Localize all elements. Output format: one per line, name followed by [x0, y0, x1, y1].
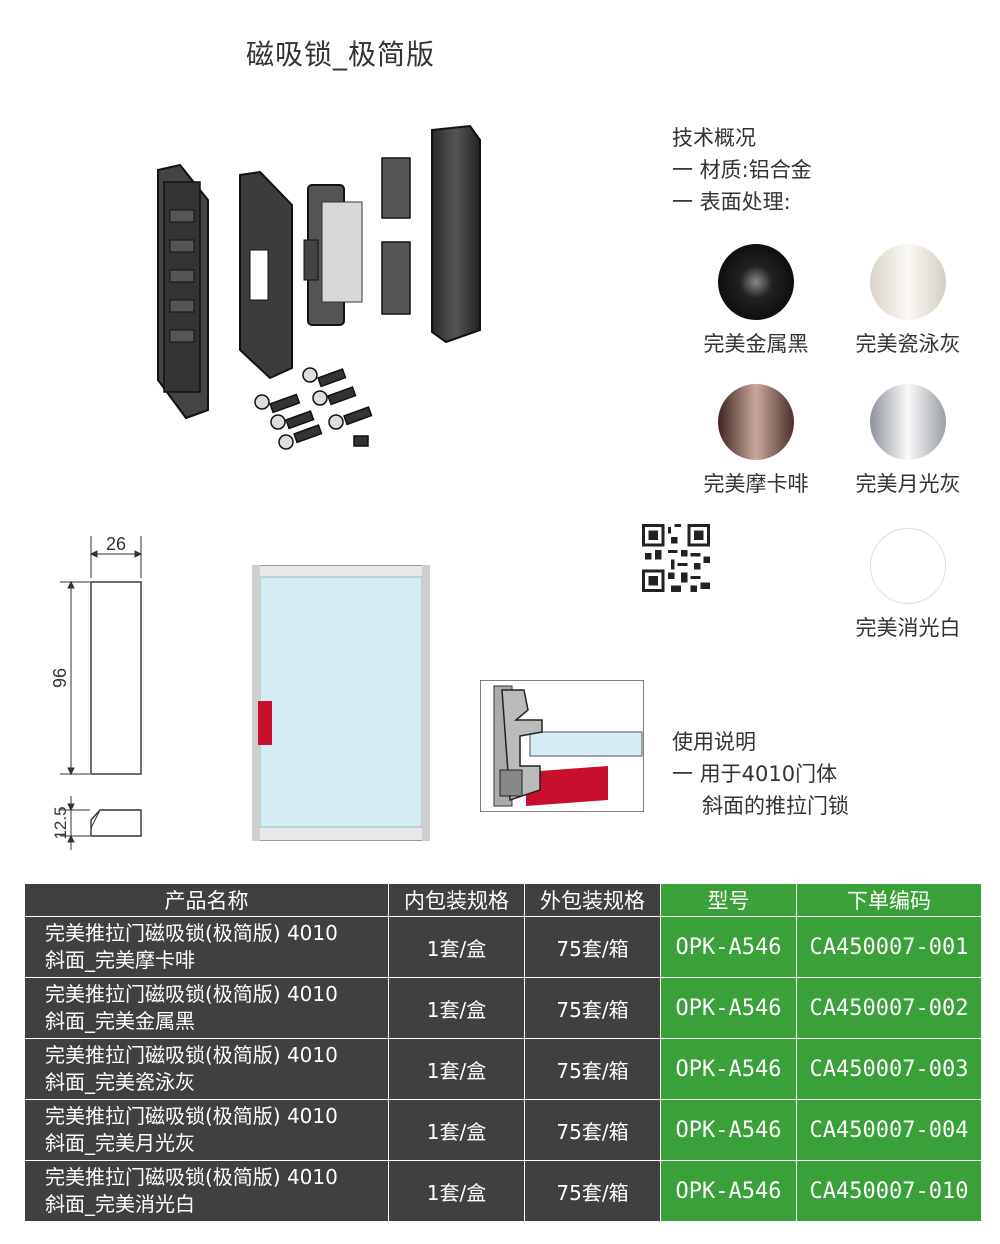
- col-header-outer: 外包装规格: [524, 883, 661, 917]
- cell-code: CA450007-010: [796, 1160, 982, 1222]
- cell-inner: 1套/盒: [388, 1160, 525, 1222]
- table-header-row: 产品名称 内包装规格 外包装规格 型号 下单编码: [24, 883, 982, 917]
- cell-inner: 1套/盒: [388, 1099, 525, 1161]
- swatch-ball: [870, 528, 946, 604]
- spec-section: 技术概况 一 材质:铝合金 一 表面处理:: [672, 122, 812, 218]
- cell-model: OPK-A546: [660, 1038, 797, 1100]
- cell-outer: 75套/箱: [524, 916, 661, 978]
- dimension-drawing: 26 96 12.5: [50, 534, 143, 850]
- usage-heading: 使用说明: [672, 730, 756, 754]
- qr-code-image: [642, 524, 710, 592]
- swatch-ball: [870, 384, 946, 460]
- product-exploded-image: [157, 124, 481, 450]
- cell-model: OPK-A546: [660, 1160, 797, 1222]
- page-title: 磁吸锁_极简版: [246, 38, 436, 71]
- door-drawing: [252, 565, 430, 841]
- swatch-mocha: 完美摩卡啡: [686, 384, 826, 498]
- cell-inner: 1套/盒: [388, 916, 525, 978]
- swatch-label: 完美摩卡啡: [703, 472, 809, 496]
- spec-heading: 技术概况: [672, 126, 756, 150]
- cell-outer: 75套/箱: [524, 1160, 661, 1222]
- cell-model: OPK-A546: [660, 916, 797, 978]
- profile-detail-drawing: [480, 680, 644, 812]
- cell-outer: 75套/箱: [524, 1038, 661, 1100]
- cell-outer: 75套/箱: [524, 1099, 661, 1161]
- usage-line-2: 斜面的推拉门锁: [702, 794, 849, 818]
- cell-code: CA450007-004: [796, 1099, 982, 1161]
- col-header-code: 下单编码: [796, 883, 982, 917]
- swatch-label: 完美瓷泳灰: [855, 332, 961, 356]
- swatch-matte-white: 完美消光白: [838, 528, 978, 642]
- cell-inner: 1套/盒: [388, 1038, 525, 1100]
- swatch-ball: [870, 244, 946, 320]
- swatch-ball: [718, 244, 794, 320]
- dimension-width-label: 26: [106, 534, 126, 554]
- swatch-metal-black: 完美金属黑: [686, 244, 826, 358]
- cell-model: OPK-A546: [660, 977, 797, 1039]
- cell-inner: 1套/盒: [388, 977, 525, 1039]
- swatch-ball: [718, 384, 794, 460]
- col-header-inner: 内包装规格: [388, 883, 525, 917]
- dimension-depth-label: 12.5: [51, 806, 70, 839]
- spec-material: 一 材质:铝合金: [672, 158, 812, 182]
- cell-code: CA450007-003: [796, 1038, 982, 1100]
- col-header-model: 型号: [660, 883, 797, 917]
- cell-code: CA450007-002: [796, 977, 982, 1039]
- swatch-label: 完美金属黑: [703, 332, 809, 356]
- dimension-height-label: 96: [50, 668, 70, 688]
- swatch-moonlight-grey: 完美月光灰: [838, 384, 978, 498]
- usage-line-1: 一 用于4010门体: [672, 762, 838, 786]
- col-header-name: 产品名称: [24, 883, 389, 917]
- cell-code: CA450007-001: [796, 916, 982, 978]
- spec-surface: 一 表面处理:: [672, 190, 791, 214]
- swatch-label: 完美月光灰: [855, 472, 961, 496]
- swatch-porcelain-grey: 完美瓷泳灰: [838, 244, 978, 358]
- product-table: 产品名称 内包装规格 外包装规格 型号 下单编码 完美推拉门磁吸锁(极简版) 4…: [24, 883, 982, 1222]
- usage-section: 使用说明 一 用于4010门体 斜面的推拉门锁: [672, 726, 849, 822]
- cell-outer: 75套/箱: [524, 977, 661, 1039]
- cell-model: OPK-A546: [660, 1099, 797, 1161]
- swatch-label: 完美消光白: [855, 616, 961, 640]
